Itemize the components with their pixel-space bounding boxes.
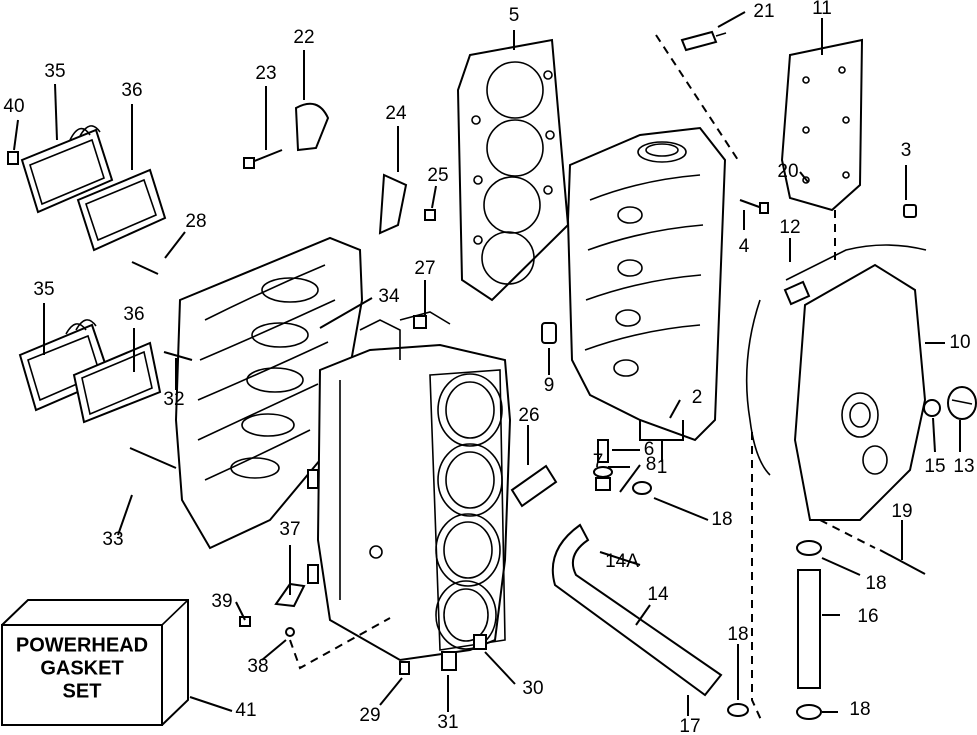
label-25: 25 bbox=[427, 165, 448, 186]
label-10: 10 bbox=[949, 332, 970, 353]
upper-intake-cover bbox=[7, 125, 114, 214]
label-40: 40 bbox=[3, 96, 24, 117]
label-19: 19 bbox=[891, 501, 912, 522]
bolt-23 bbox=[243, 149, 283, 169]
label-39: 39 bbox=[211, 591, 232, 612]
label-29: 29 bbox=[359, 705, 380, 726]
label-9: 9 bbox=[544, 375, 555, 396]
label-20: 20 bbox=[777, 161, 798, 182]
label-14: 14 bbox=[647, 584, 669, 605]
label-36-upper: 36 bbox=[121, 80, 142, 101]
label-36-lower: 36 bbox=[123, 304, 144, 325]
fitting-26 bbox=[510, 464, 558, 508]
label-7: 7 bbox=[593, 451, 604, 472]
stud-28 bbox=[131, 261, 159, 275]
label-18-mid: 18 bbox=[865, 573, 886, 594]
bolt-19 bbox=[879, 549, 926, 575]
label-32: 32 bbox=[163, 389, 184, 410]
exhaust-cover bbox=[793, 263, 927, 521]
bolt-33 bbox=[129, 447, 177, 469]
label-17: 17 bbox=[679, 716, 700, 735]
label-13: 13 bbox=[953, 456, 974, 477]
label-35-upper: 35 bbox=[44, 61, 65, 82]
label-26: 26 bbox=[518, 405, 539, 426]
cylinder-head bbox=[566, 126, 727, 442]
label-30: 30 bbox=[522, 678, 543, 699]
label-35-lower: 35 bbox=[33, 279, 54, 300]
cover-seal bbox=[745, 244, 927, 476]
bracket-22 bbox=[294, 102, 330, 152]
label-4: 4 bbox=[739, 236, 750, 257]
label-14a: 14A bbox=[605, 551, 639, 572]
exhaust-cover-plate bbox=[780, 38, 864, 212]
hose-16 bbox=[796, 540, 822, 720]
clip-27 bbox=[413, 315, 427, 329]
leader-lines bbox=[13, 11, 961, 716]
label-2: 2 bbox=[692, 387, 703, 408]
clamp-18 bbox=[632, 481, 749, 717]
label-18-top: 18 bbox=[711, 509, 732, 530]
label-41: 41 bbox=[235, 700, 256, 721]
spark-plug bbox=[680, 30, 727, 52]
small-parts-29-30-31 bbox=[399, 634, 487, 675]
label-16: 16 bbox=[857, 606, 878, 627]
label-22: 22 bbox=[293, 27, 314, 48]
label-34: 34 bbox=[378, 286, 400, 307]
label-11: 11 bbox=[812, 0, 832, 19]
callout-labels: 40 35 36 28 35 36 32 33 34 27 22 23 24 2… bbox=[3, 0, 974, 735]
label-28: 28 bbox=[185, 211, 206, 232]
label-33: 33 bbox=[102, 529, 123, 550]
label-38: 38 bbox=[247, 656, 268, 677]
label-3: 3 bbox=[901, 140, 912, 161]
kit-line-3: SET bbox=[63, 681, 102, 703]
bolt-4 bbox=[739, 199, 769, 214]
lower-intake-gasket bbox=[72, 341, 162, 424]
label-1: 1 bbox=[657, 457, 668, 478]
label-31: 31 bbox=[437, 712, 458, 733]
head-gasket bbox=[456, 38, 570, 302]
label-24: 24 bbox=[385, 103, 407, 124]
bolt-25 bbox=[424, 209, 436, 221]
kit-line-1: POWERHEAD bbox=[16, 635, 148, 657]
label-5: 5 bbox=[509, 5, 520, 26]
gasket-set-box: POWERHEAD GASKET SET bbox=[1, 599, 189, 726]
bolt-39 bbox=[239, 616, 251, 627]
label-15: 15 bbox=[924, 456, 945, 477]
label-21: 21 bbox=[753, 1, 774, 22]
pin-9 bbox=[541, 322, 557, 344]
label-37: 37 bbox=[279, 519, 300, 540]
label-6: 6 bbox=[644, 439, 655, 460]
bracket-24 bbox=[378, 173, 408, 235]
hose-14 bbox=[551, 523, 723, 697]
label-23: 23 bbox=[255, 63, 276, 84]
label-27: 27 bbox=[414, 258, 435, 279]
label-18-bottom: 18 bbox=[849, 699, 870, 720]
plug-3 bbox=[903, 204, 917, 218]
label-18-hose: 18 bbox=[727, 624, 748, 645]
plug-15-13 bbox=[923, 386, 977, 420]
kit-line-2: GASKET bbox=[40, 658, 123, 680]
label-12: 12 bbox=[779, 217, 800, 238]
upper-intake-gasket bbox=[76, 168, 167, 252]
cylinder-block bbox=[307, 311, 512, 662]
stud-38 bbox=[285, 627, 295, 637]
bolt-32 bbox=[163, 351, 193, 361]
label-8: 8 bbox=[646, 454, 657, 475]
parts-6-7-8 bbox=[593, 439, 613, 491]
